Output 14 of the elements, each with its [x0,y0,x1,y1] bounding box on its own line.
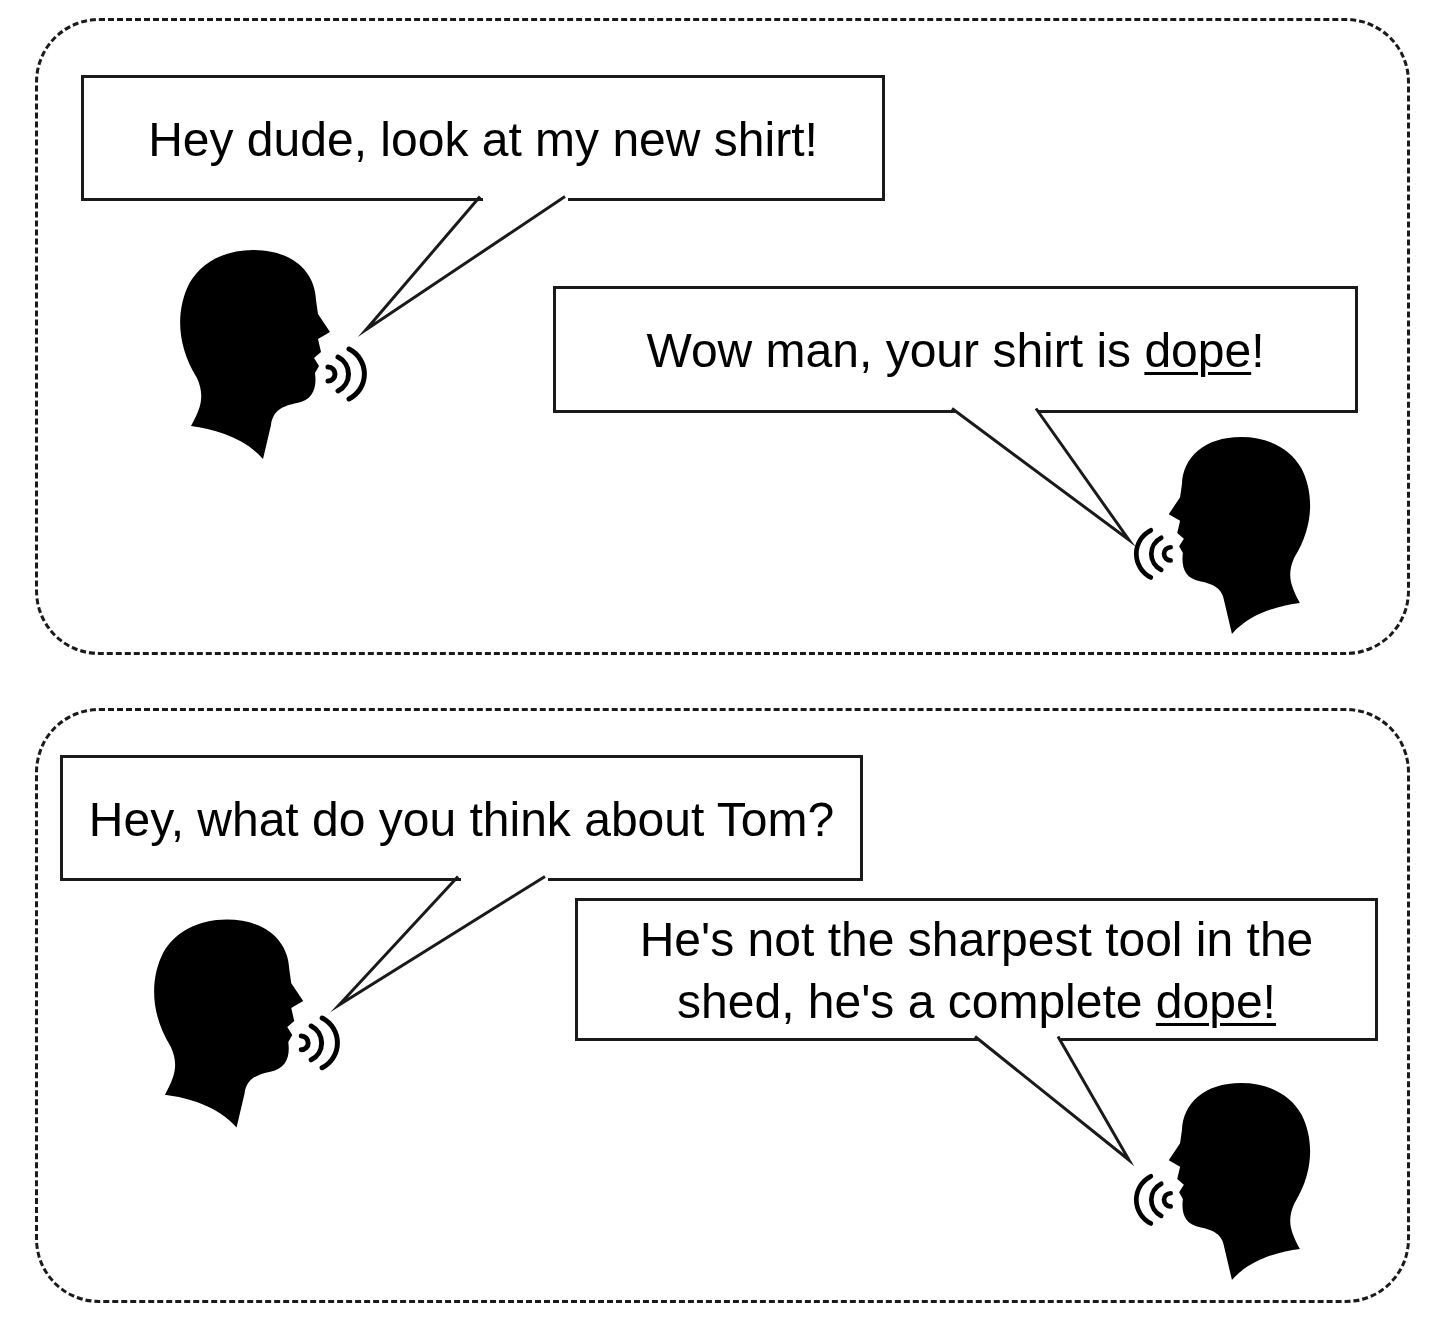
speech-bubble-tail [357,195,567,338]
speech-bubble [575,898,1378,1041]
speech-bubble [553,286,1358,413]
speech-text: He's not the sharpest tool in the shed, he's a complete dope! [638,912,1315,1030]
speech-bubble-tail [974,1035,1135,1167]
dashed-panel [35,18,1410,655]
speech-bubble [81,75,885,201]
speech-bubble-tail [951,407,1136,547]
speech-text: Hey, what do you think about Tom? [88,791,835,848]
speech-text: Wow man, your shirt is dope! [646,323,1265,379]
speech-bubble [60,755,863,881]
speech-text: Hey dude, look at my new shirt! [148,111,818,168]
dashed-panel [35,708,1410,1303]
speech-bubble-tail [330,875,547,1013]
